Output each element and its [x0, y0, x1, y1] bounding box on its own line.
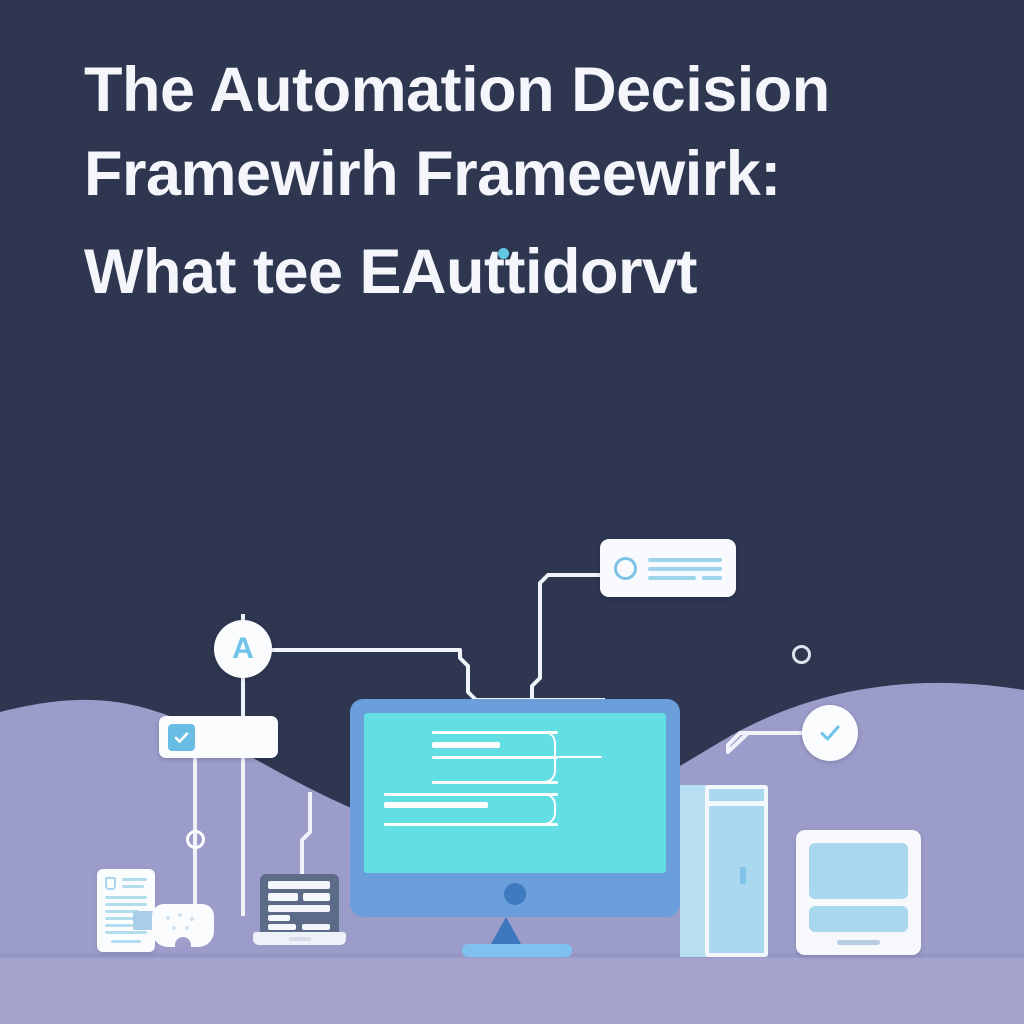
conn-a-right	[272, 648, 605, 702]
floor-strip	[0, 957, 1024, 1024]
conn-laptop-up	[300, 792, 312, 874]
info-card-line	[648, 567, 722, 571]
doc-line	[122, 878, 147, 881]
ring-left	[186, 830, 205, 849]
server-tower-strip	[709, 801, 764, 806]
screen-line	[432, 756, 558, 759]
circle-outline-icon	[614, 557, 637, 580]
gamepad-dot	[172, 926, 176, 930]
screen-bracket	[384, 793, 556, 825]
screen-line	[384, 823, 558, 826]
laptop-bar	[268, 924, 296, 930]
check-glyph	[174, 732, 189, 743]
laptop-bar	[268, 905, 330, 912]
info-card-line	[648, 576, 696, 580]
server-tower-side	[680, 785, 706, 957]
checkbox-card[interactable]	[159, 716, 278, 758]
screen-line-bold	[432, 742, 500, 748]
node-check[interactable]	[802, 705, 858, 761]
desktop-monitor	[350, 699, 680, 917]
gamepad-notch	[175, 937, 191, 947]
monitor-power-dot	[504, 883, 526, 905]
title-accent-dot	[497, 248, 509, 259]
doc-line	[105, 931, 147, 934]
doc-line	[105, 917, 147, 920]
page-title: The Automation Decision Framewirh Framee…	[84, 48, 964, 314]
laptop-bar	[302, 924, 330, 930]
server-tower	[705, 785, 768, 957]
document-sheet	[97, 869, 155, 952]
doc-line	[105, 910, 139, 913]
laptop-bar	[268, 893, 298, 901]
conn-info-down	[530, 573, 600, 700]
laptop-lid	[260, 874, 339, 934]
laptop	[253, 874, 346, 948]
device-pane	[809, 906, 908, 932]
doc-line	[105, 903, 147, 906]
screen-line	[432, 781, 558, 784]
monitor-stand-base	[462, 944, 572, 957]
gamepad-dot	[166, 916, 170, 920]
laptop-bar	[268, 915, 290, 921]
title-line-3-after: idorvt	[524, 237, 698, 307]
device-tray	[837, 940, 880, 945]
node-a-label: A	[232, 632, 254, 665]
title-line-3-before: What tee EAutt	[84, 237, 525, 307]
monitor-screen	[364, 713, 666, 873]
device-card	[796, 830, 921, 955]
gamepad-dot	[178, 913, 182, 917]
title-line-2: Framewirh Frameewirk:	[84, 139, 781, 209]
shield-badge-icon	[105, 877, 116, 890]
screen-line-bold	[384, 802, 488, 808]
checkbox-icon[interactable]	[168, 724, 195, 751]
doc-line	[105, 924, 133, 927]
server-tower-slot	[740, 867, 746, 884]
laptop-trackpad	[289, 937, 311, 941]
info-card-line	[648, 558, 722, 562]
conn-check-elbow	[728, 731, 802, 752]
title-line-1: The Automation Decision	[84, 55, 830, 125]
screen-line	[432, 731, 558, 734]
gamepad-dot	[190, 917, 194, 921]
title-line-3: What tee EAuttidorvt	[84, 230, 964, 314]
info-card-line	[702, 576, 722, 580]
check-icon	[820, 725, 840, 741]
doc-line	[111, 940, 141, 943]
doc-line	[122, 885, 144, 888]
info-card[interactable]	[600, 539, 736, 597]
doc-line	[105, 896, 147, 899]
device-pane	[809, 843, 908, 899]
node-a[interactable]: A	[214, 620, 272, 678]
gamepad-blob	[152, 904, 214, 947]
screen-line	[384, 793, 558, 796]
screen-line-tail	[558, 756, 602, 758]
laptop-bar	[303, 893, 330, 901]
gamepad-dot	[185, 926, 189, 930]
laptop-bar	[268, 881, 330, 889]
ring-right	[792, 645, 811, 664]
